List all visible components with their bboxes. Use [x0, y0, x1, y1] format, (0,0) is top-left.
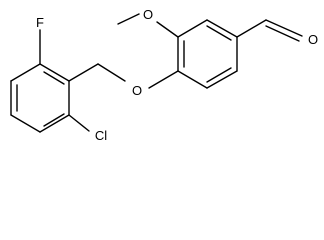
bond	[10, 114, 41, 133]
double-bond-inner	[43, 113, 65, 127]
bond	[10, 63, 41, 82]
chlorine-label: Cl	[95, 128, 107, 143]
methoxy-oxygen-label: O	[143, 7, 153, 22]
bond-methoxy-oxygen-to-methyl	[117, 13, 140, 25]
structure-canvas: F Cl O O O	[10, 7, 318, 143]
benzaldehyde-ring	[177, 19, 238, 89]
fluorine-label: F	[36, 15, 44, 30]
bond	[177, 19, 208, 38]
double-bond-inner	[43, 71, 65, 85]
bond-ch2-to-oxygen	[97, 63, 126, 82]
bond	[39, 114, 70, 133]
bond	[206, 19, 238, 38]
bond-oxygen-to-ring	[148, 70, 179, 89]
double-bond-inner	[206, 67, 232, 83]
bond-ring-to-methoxy-oxygen	[156, 21, 179, 38]
bond-to-chlorine	[68, 114, 90, 132]
bond-to-ch2	[68, 63, 99, 82]
molecule-structure: F Cl O O O	[10, 7, 318, 143]
aldehyde-double-bond-outer	[265, 19, 303, 37]
bond	[206, 70, 238, 89]
double-bond-inner	[206, 25, 232, 41]
aldehyde-double-bond-inner	[265, 25, 300, 42]
aldehyde-oxygen-label: O	[308, 32, 318, 47]
ether-oxygen-label: O	[132, 83, 142, 98]
chlorofluorophenyl-ring	[10, 63, 70, 133]
bond	[39, 63, 70, 82]
bond-ring-to-aldehyde-carbon	[236, 19, 267, 38]
bond	[177, 70, 208, 89]
